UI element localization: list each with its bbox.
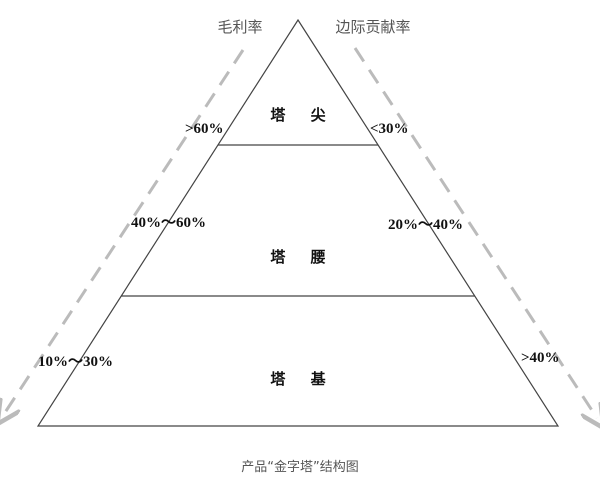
marginal-contribution-middle: 20%～40% — [388, 217, 463, 233]
diagram-caption: 产品“金字塔”结构图 — [241, 459, 358, 475]
gross-margin-top: >60% — [185, 121, 224, 137]
right-dashed-arrow — [353, 47, 597, 418]
marginal-contribution-base: >40% — [521, 350, 560, 366]
tier-middle-label: 塔 腰 — [270, 248, 335, 266]
gross-margin-middle: 40%～60% — [131, 215, 206, 231]
gross-margin-base: 10%～30% — [38, 354, 113, 370]
axis-label-gross-margin: 毛利率 — [217, 18, 262, 36]
marginal-contribution-top: <30% — [370, 121, 409, 137]
tier-base-label: 塔 基 — [270, 370, 335, 388]
axis-label-marginal-contribution: 边际贡献率 — [335, 18, 410, 36]
tier-top-label: 塔 尖 — [270, 106, 335, 124]
pyramid-outline — [36, 18, 560, 427]
left-dashed-arrow — [4, 49, 245, 414]
